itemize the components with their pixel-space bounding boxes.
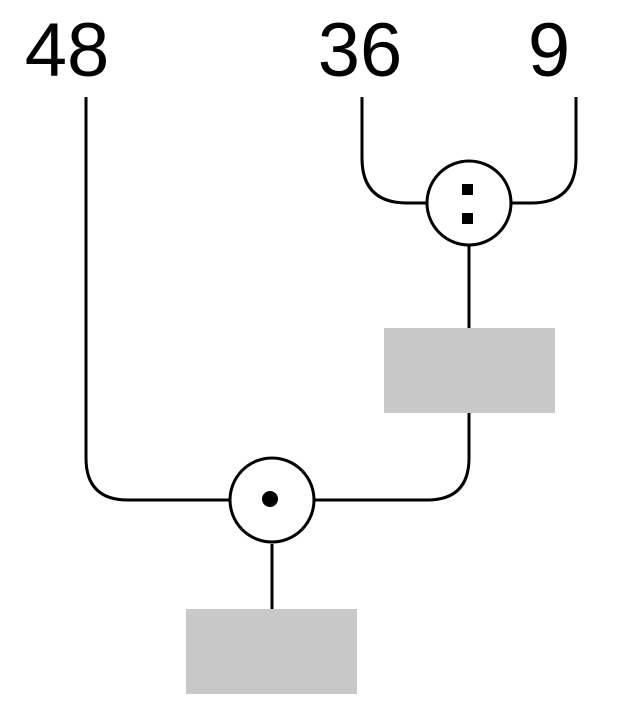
multiplication-dot-icon (262, 491, 278, 507)
input-number-48: 48 (25, 8, 110, 93)
intermediate-answer-box[interactable] (384, 328, 555, 413)
division-colon-icon (462, 184, 473, 224)
wire-9-to-division (510, 97, 578, 205)
wire-box-to-multiplication (314, 413, 471, 502)
wire-48-to-multiplication (84, 97, 230, 502)
wire-36-to-division (360, 97, 428, 205)
division-operator-circle (425, 159, 513, 247)
division-operator (425, 159, 513, 247)
multiplication-operator (228, 456, 316, 544)
final-answer-box[interactable] (186, 609, 357, 694)
input-number-36: 36 (318, 8, 403, 93)
input-number-9: 9 (528, 8, 570, 93)
